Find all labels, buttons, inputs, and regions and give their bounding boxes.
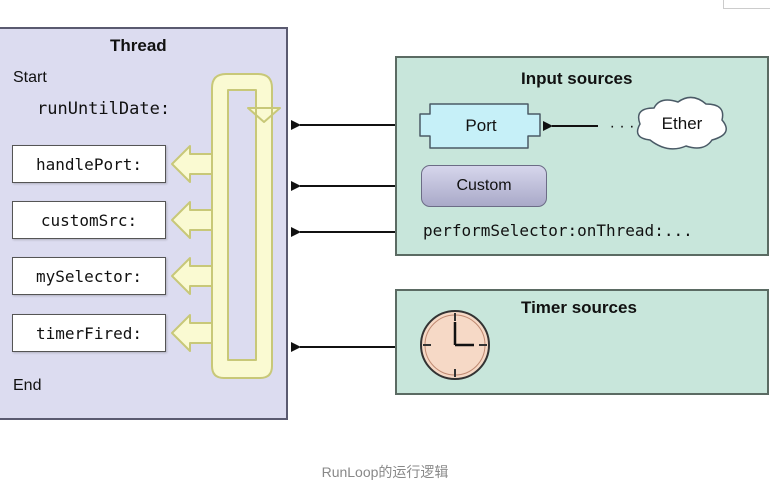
ellipsis-dots: · · · xyxy=(610,118,635,135)
run-loop-icon xyxy=(171,73,281,379)
port-label: Port xyxy=(465,116,497,135)
input-sources-panel: Input sources Custom performSelector:onT… xyxy=(395,56,769,256)
timer-sources-title: Timer sources xyxy=(521,298,637,317)
handler-handle-port: handlePort: xyxy=(12,145,166,183)
start-label: Start xyxy=(13,69,47,86)
figure-caption: RunLoop的运行逻辑 xyxy=(321,464,449,480)
corner-tab xyxy=(723,0,770,9)
thread-title: Thread xyxy=(110,36,167,55)
handler-my-selector: mySelector: xyxy=(12,257,166,295)
custom-source: Custom xyxy=(421,165,547,207)
ether-label: Ether xyxy=(661,114,703,133)
end-label: End xyxy=(13,377,42,394)
port-icon xyxy=(419,103,541,149)
input-sources-title: Input sources xyxy=(521,69,633,88)
handler-timer-fired: timerFired: xyxy=(12,314,166,352)
clock-icon xyxy=(420,310,490,380)
handler-custom-src: customSrc: xyxy=(12,201,166,239)
ether-cloud-icon xyxy=(636,96,727,150)
perform-selector-label: performSelector:onThread:... xyxy=(423,221,693,240)
run-until-date-label: runUntilDate: xyxy=(37,99,171,119)
